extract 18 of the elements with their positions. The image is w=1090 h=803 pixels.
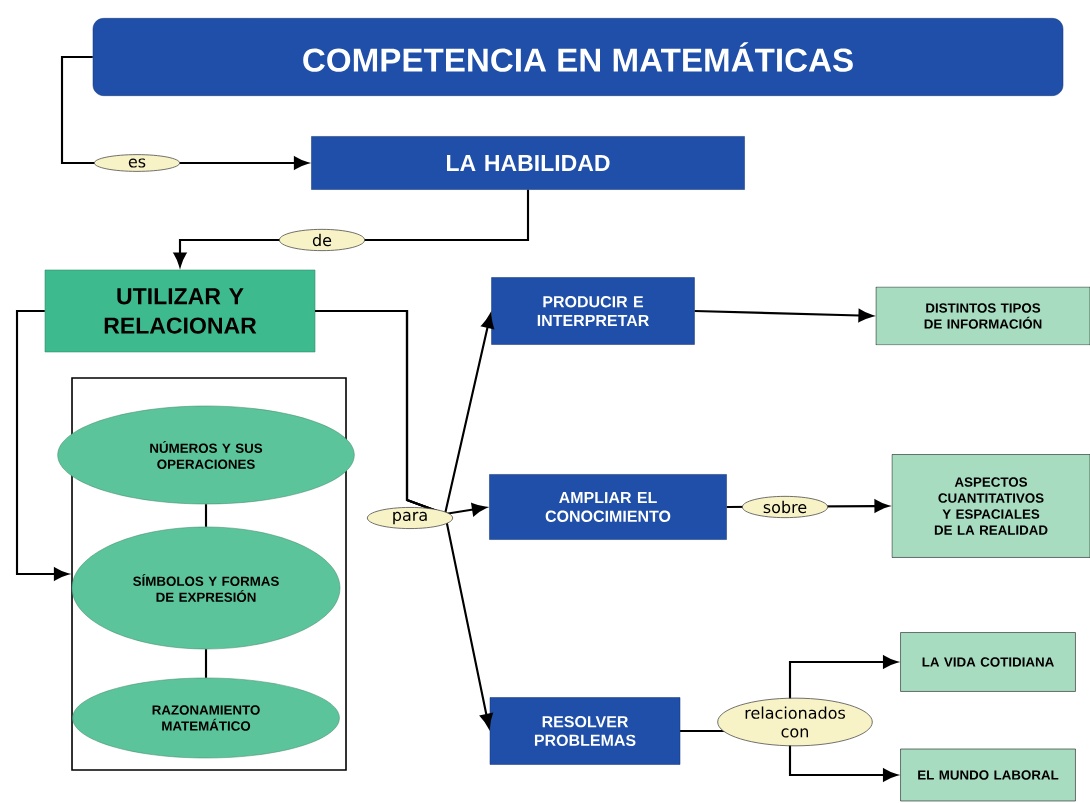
concept-box: PRODUCIR E INTERPRETAR [491, 277, 695, 345]
result-box: ASPECTOS CUANTITATIVOS Y ESPACIALES DE LA REALIDAD [891, 454, 1090, 558]
edge-label: de [278, 228, 366, 252]
edge-label: relacionados con [717, 697, 873, 747]
connector-arrow [315, 309, 493, 729]
edge-label: es [93, 154, 181, 172]
concept-box: RESOLVER PROBLEMAS [489, 697, 681, 765]
result-box: DISTINTOS TIPOS DE INFORMACIÓN [875, 286, 1090, 346]
edge-label: sobre [741, 495, 829, 519]
result-box: LA VIDA COTIDIANA [900, 632, 1076, 692]
connector-arrow [694, 309, 873, 322]
concept-box: AMPLIAR EL CONOCIMIENTO [489, 474, 727, 540]
edge-label: para [366, 507, 454, 529]
connector-arrow [15, 309, 69, 581]
concept-box: LA HABILIDAD [311, 136, 745, 190]
result-box: EL MUNDO LABORAL [900, 748, 1076, 802]
concept-box: UTILIZAR Y RELACIONAR [44, 269, 316, 353]
title-banner: COMPETENCIA EN MATEMÁTICAS [92, 18, 1064, 96]
